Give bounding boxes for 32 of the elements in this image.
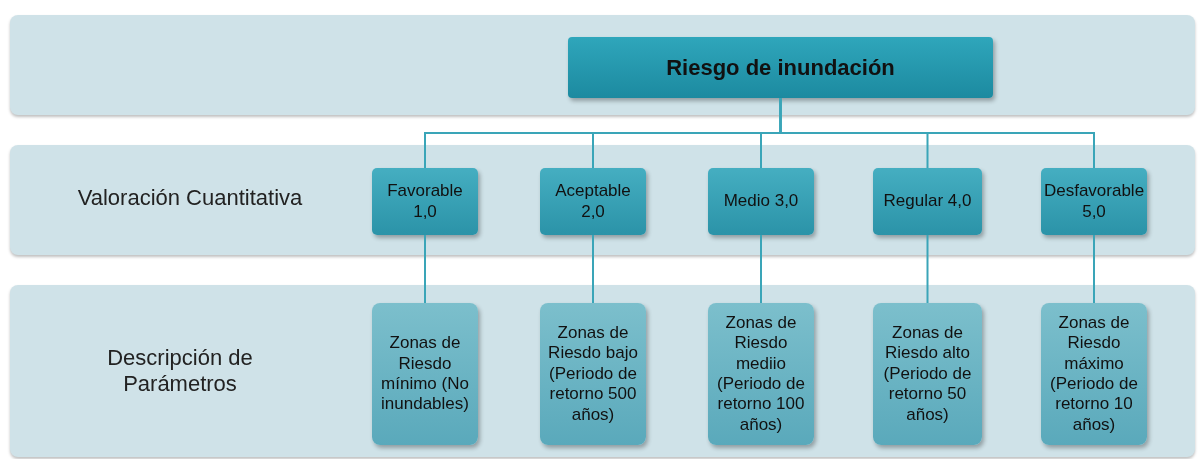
description-box xyxy=(1041,303,1147,445)
row-heading: Valoración Cuantitativa xyxy=(76,185,304,211)
connector-line xyxy=(760,234,762,304)
connector-line xyxy=(926,234,929,304)
rating-box xyxy=(540,168,646,235)
box-text: Zonas de Riesdo mediio (Periodo de retorno 100 años) xyxy=(716,312,806,436)
box-text: Riesgo de inundación xyxy=(666,54,895,81)
description-box xyxy=(540,303,646,445)
box-text: Zonas de Riesdo alto (Periodo de retorno 50 años) xyxy=(882,323,973,425)
rating-box xyxy=(1041,168,1147,235)
rating-box xyxy=(873,168,982,235)
box-text: Regular 4,0 xyxy=(882,191,973,212)
box-text: Favorable 1,0 xyxy=(386,181,464,222)
box-text: Zonas de Riesdo máximo (Periodo de retorno 10 años) xyxy=(1049,312,1139,436)
band-panel xyxy=(10,285,1195,457)
row-heading: Descripción de Parámetros xyxy=(106,345,254,397)
connector-line xyxy=(1093,234,1095,304)
connector-line xyxy=(592,234,594,304)
band-panel xyxy=(10,145,1195,255)
box-text: Zonas de Riesdo bajo (Periodo de retorno 500 años) xyxy=(547,323,639,425)
box-text: Aceptable 2,0 xyxy=(554,181,632,222)
band-panel xyxy=(10,15,1195,115)
box-text: Medio 3,0 xyxy=(722,191,800,212)
rating-box xyxy=(372,168,478,235)
description-box xyxy=(873,303,982,445)
box-text: Zonas de Riesdo mínimo (No inundables) xyxy=(380,333,470,415)
title-box xyxy=(568,37,993,98)
rating-box xyxy=(708,168,814,235)
description-box xyxy=(708,303,814,445)
box-text: Desfavorable 5,0 xyxy=(1042,181,1146,222)
connector-line xyxy=(424,234,426,304)
description-box xyxy=(372,303,478,445)
